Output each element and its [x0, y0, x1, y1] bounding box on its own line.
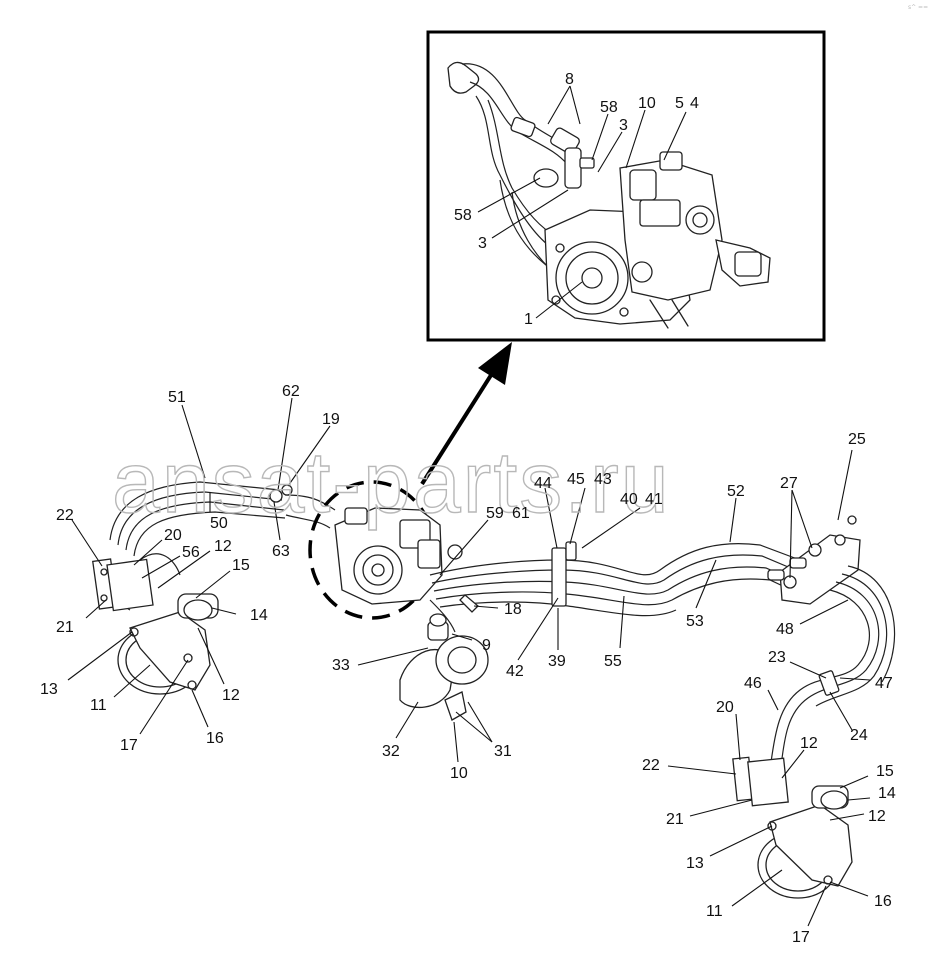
- callout-21: 21: [666, 811, 684, 828]
- callout-27: 27: [780, 475, 798, 492]
- callout-18: 18: [504, 601, 522, 618]
- callout-51: 51: [168, 389, 186, 406]
- callout-22: 22: [642, 757, 660, 774]
- callout-53: 53: [686, 613, 704, 630]
- callout-59: 59: [486, 505, 504, 522]
- callout-13: 13: [686, 855, 704, 872]
- callout-17: 17: [792, 929, 810, 946]
- callout-20: 20: [716, 699, 734, 716]
- callout-42: 42: [506, 663, 524, 680]
- callout-24: 24: [850, 727, 868, 744]
- callout-45: 45: [567, 471, 585, 488]
- callout-15: 15: [232, 557, 250, 574]
- leader-lines: [67, 85, 871, 927]
- callout-61: 61: [512, 505, 530, 522]
- callout-40: 40: [620, 491, 638, 508]
- callout-63: 63: [272, 543, 290, 560]
- callout-43: 43: [594, 471, 612, 488]
- callout-58: 58: [600, 99, 618, 116]
- callout-12: 12: [214, 538, 232, 555]
- callout-3: 3: [619, 117, 628, 134]
- callout-12: 12: [868, 808, 886, 825]
- callout-58: 58: [454, 207, 472, 224]
- callout-8: 8: [565, 71, 574, 88]
- callout-1: 1: [524, 311, 533, 328]
- callout-46: 46: [744, 675, 762, 692]
- callout-5: 5: [675, 95, 684, 112]
- callout-10: 10: [638, 95, 656, 112]
- callout-12: 12: [222, 687, 240, 704]
- callout-19: 19: [322, 411, 340, 428]
- detail-inset: [426, 30, 826, 342]
- corner-mark: s^ ==: [908, 4, 928, 11]
- callout-9: 9: [482, 637, 491, 654]
- callout-47: 47: [875, 675, 893, 692]
- callout-55: 55: [604, 653, 622, 670]
- callout-32: 32: [382, 743, 400, 760]
- callout-14: 14: [878, 785, 896, 802]
- callout-44: 44: [534, 475, 552, 492]
- callout-39: 39: [548, 653, 566, 670]
- callout-3: 3: [478, 235, 487, 252]
- callout-labels: 8 58 10 5 4 3 58 3 1 51 62 19 22 50 63 2…: [40, 71, 896, 946]
- callout-33: 33: [332, 657, 350, 674]
- callout-10: 10: [450, 765, 468, 782]
- callout-52: 52: [727, 483, 745, 500]
- callout-11: 11: [90, 697, 107, 714]
- callout-21: 21: [56, 619, 74, 636]
- callout-11: 11: [706, 903, 723, 920]
- callout-62: 62: [282, 383, 300, 400]
- callout-4: 4: [690, 95, 699, 112]
- callout-12: 12: [800, 735, 818, 752]
- callout-16: 16: [874, 893, 892, 910]
- callout-31: 31: [494, 743, 512, 760]
- callout-23: 23: [768, 649, 786, 666]
- callout-15: 15: [876, 763, 894, 780]
- main-assembly: [92, 480, 895, 899]
- callout-50: 50: [210, 515, 228, 532]
- callout-16: 16: [206, 730, 224, 747]
- callout-41: 41: [645, 491, 663, 508]
- callout-14: 14: [250, 607, 268, 624]
- callout-22: 22: [56, 507, 74, 524]
- watermark-text: ansat-parts.ru: [112, 435, 671, 531]
- callout-48: 48: [776, 621, 794, 638]
- detail-pointer-arrow: [420, 342, 512, 486]
- callout-13: 13: [40, 681, 58, 698]
- callout-20: 20: [164, 527, 182, 544]
- callout-25: 25: [848, 431, 866, 448]
- callout-56: 56: [182, 544, 200, 561]
- callout-17: 17: [120, 737, 138, 754]
